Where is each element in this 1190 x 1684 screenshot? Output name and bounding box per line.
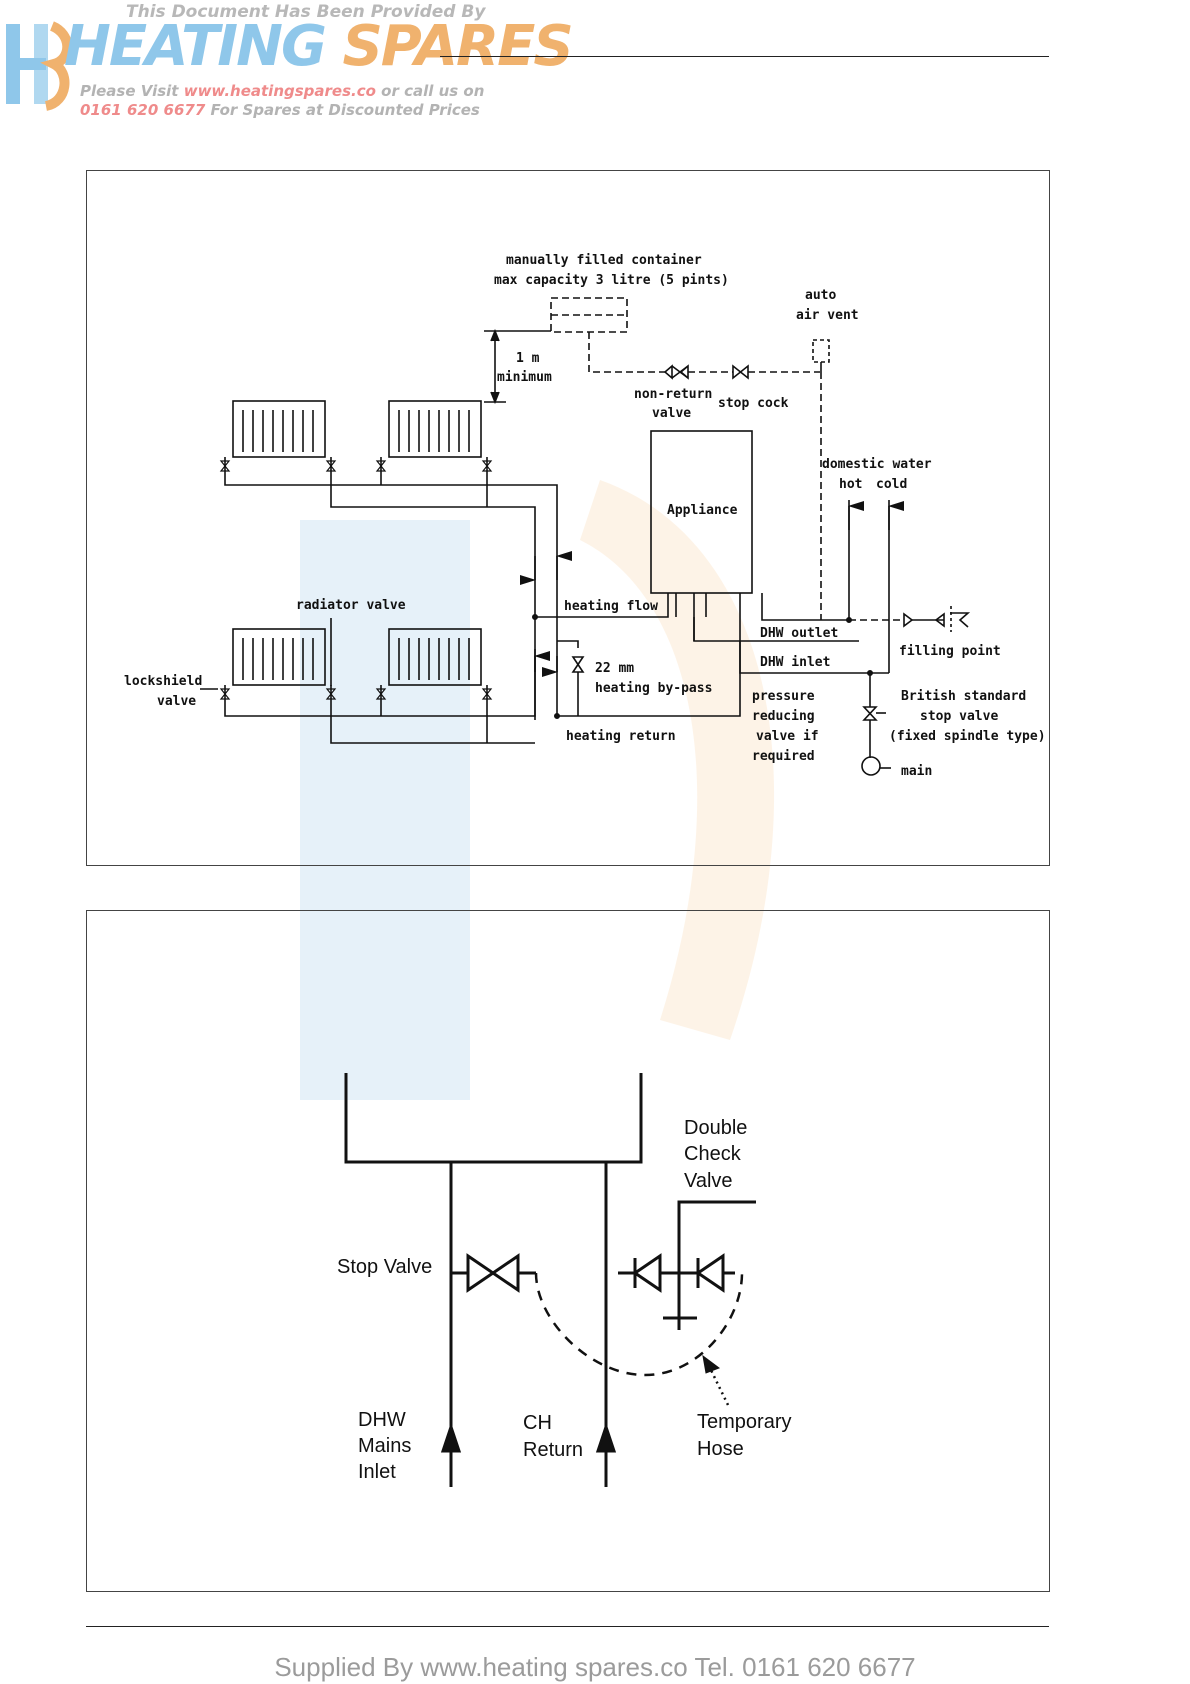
phone-suffix: For Spares at Discounted Prices	[205, 101, 480, 119]
label-bs-l2: stop valve	[920, 709, 998, 724]
label-hose-l1: Temporary	[697, 1411, 791, 1433]
label-container-l1: manually filled container	[506, 253, 702, 268]
check-valve-2-icon	[695, 1253, 725, 1293]
temporary-hose	[534, 1272, 744, 1377]
visit-url-link[interactable]: www.heatingspares.co	[183, 82, 376, 100]
watermark-visit-line: Please Visit www.heatingspares.co or cal…	[80, 82, 484, 100]
label-min-l1: 1 m	[516, 351, 540, 366]
diagram1	[200, 297, 971, 776]
background-watermark	[300, 480, 775, 1100]
label-ch-l2: Return	[523, 1439, 583, 1461]
brand-heating: HEATING	[64, 14, 327, 79]
watermark-top-line: This Document Has Been Provided By	[126, 2, 486, 22]
hs-logo-icon	[6, 21, 72, 111]
label-prv-l1: pressure	[752, 689, 815, 704]
diagram2	[344, 1073, 756, 1487]
radiator-bottom-left	[232, 628, 326, 686]
label-ch-l1: CH	[523, 1412, 552, 1434]
diagram2-labels: Double Check Valve Stop Valve DHW Mains …	[337, 1117, 791, 1483]
label-dhw-inlet: DHW inlet	[760, 655, 830, 670]
label-dcv-l2: Check	[684, 1143, 742, 1165]
auto-air-vent	[812, 339, 830, 363]
label-domestic-water: domestic water	[822, 457, 932, 472]
label-dcv-l1: Double	[684, 1117, 747, 1139]
label-heating-return: heating return	[566, 729, 676, 744]
footer-rule	[86, 1626, 1049, 1627]
radiator-bottom-right	[388, 628, 482, 686]
label-hot: hot	[839, 477, 862, 492]
label-filling-point: filling point	[899, 644, 1001, 659]
fill-line	[588, 332, 665, 373]
label-prv-l2: reducing	[752, 709, 815, 724]
appliance-box	[650, 430, 753, 594]
label-min-l2: minimum	[497, 370, 552, 385]
label-lockshield-l1: lockshield	[124, 674, 202, 689]
label-lockshield-l2: valve	[157, 694, 196, 709]
diagram2-frame	[86, 910, 1050, 1592]
tundish-shape	[344, 1073, 643, 1164]
label-cold: cold	[876, 477, 907, 492]
label-hose-l2: Hose	[697, 1438, 744, 1460]
label-appliance: Appliance	[667, 503, 738, 518]
label-dcv-l3: Valve	[684, 1170, 733, 1192]
label-heating-flow: heating flow	[564, 599, 658, 614]
diagram1-frame	[86, 170, 1050, 866]
radiator-valves	[219, 460, 493, 700]
label-container-l2: max capacity 3 litre (5 pints)	[494, 273, 729, 288]
label-radiator-valve: radiator valve	[296, 598, 406, 613]
heating-spares-logo: This Document Has Been Provided By HEATI…	[0, 0, 574, 125]
label-stop-valve: Stop Valve	[337, 1256, 432, 1278]
label-bs-l3: (fixed spindle type)	[889, 729, 1046, 744]
visit-suffix: or call us on	[375, 82, 485, 100]
check-valve-1-icon	[632, 1253, 662, 1293]
label-non-return-l2: valve	[652, 406, 691, 421]
watermark-phone: 0161 620 6677	[80, 101, 206, 119]
label-main: main	[901, 764, 932, 779]
label-non-return-l1: non-return	[634, 387, 712, 402]
label-auto-air-vent-l1: auto	[805, 288, 836, 303]
label-prv-l4: required	[752, 749, 815, 764]
radiator-top-right	[388, 400, 482, 458]
header-rule	[440, 56, 1049, 57]
label-bypass-l1: 22 mm	[595, 661, 634, 676]
label-dhw-l2: Mains	[358, 1435, 411, 1457]
label-dhw-outlet: DHW outlet	[760, 626, 838, 641]
label-auto-air-vent-l2: air vent	[796, 308, 859, 323]
radiator-top-left	[232, 400, 326, 458]
diagram1-labels: manually filled container max capacity 3…	[124, 253, 1046, 779]
label-dhw-l3: Inlet	[358, 1461, 396, 1483]
main-supply-icon	[861, 756, 881, 776]
label-prv-l3: valve if	[756, 729, 819, 744]
label-bs-l1: British standard	[901, 689, 1026, 704]
watermark-brand: HEATING SPARES	[64, 14, 574, 79]
stop-valve-icon	[466, 1253, 520, 1293]
visit-prefix: Please Visit	[80, 82, 184, 100]
brand-spares: SPARES	[342, 14, 573, 79]
label-dhw-l1: DHW	[358, 1409, 406, 1431]
label-bypass-l2: heating by-pass	[595, 681, 712, 696]
footer-text: Supplied By www.heating spares.co Tel. 0…	[274, 1652, 916, 1682]
watermark-phone-line: 0161 620 6677 For Spares at Discounted P…	[80, 101, 480, 119]
label-stop-cock: stop cock	[718, 396, 789, 411]
